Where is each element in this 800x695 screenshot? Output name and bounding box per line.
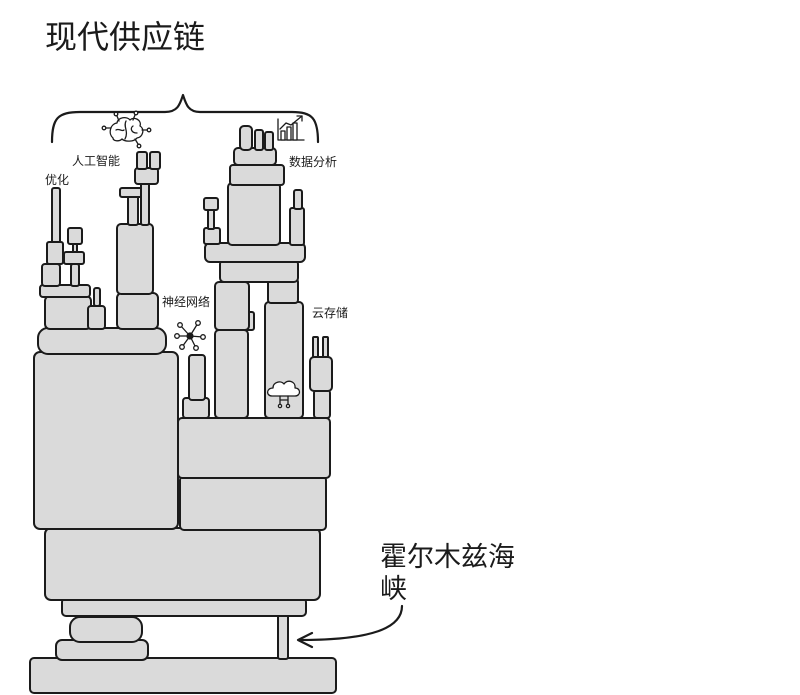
optimize-side-box xyxy=(67,227,83,245)
page-title: 现代供应链 xyxy=(45,18,205,56)
right-mid-block-lower xyxy=(179,475,327,531)
hormuz-pillar xyxy=(277,613,289,660)
net-side-pillar xyxy=(188,354,206,401)
data-left-stem xyxy=(207,209,215,230)
small-stem-a xyxy=(93,287,101,307)
callout-line-1: 霍尔木兹海 xyxy=(380,542,515,573)
neural-network-icon xyxy=(174,320,206,351)
optimize-tall-pillar xyxy=(51,187,61,245)
data-right-stem xyxy=(293,189,303,210)
optimize-base-block xyxy=(44,295,92,330)
plug-prong-1 xyxy=(312,336,319,360)
ai-cap xyxy=(119,187,143,198)
label-data-analysis: 数据分析 xyxy=(289,154,337,169)
small-box-a xyxy=(87,305,106,330)
curly-brace-icon xyxy=(50,93,320,144)
ai-tall-block xyxy=(116,223,154,295)
data-left-base xyxy=(203,227,221,245)
net-lower-block xyxy=(214,329,249,419)
plug-prong-2 xyxy=(322,336,329,360)
ai-top-stem-2 xyxy=(149,151,161,170)
label-artificial-intelligence: 人工智能 xyxy=(72,153,120,168)
right-mid-block-upper xyxy=(177,417,331,479)
data-right-tall xyxy=(289,207,305,246)
strait-of-hormuz-callout: 霍尔木兹海 峡 xyxy=(296,542,515,649)
left-main-block xyxy=(33,351,179,530)
curved-arrow-icon xyxy=(296,604,404,649)
plug-block xyxy=(309,356,333,392)
cloud-icon xyxy=(266,380,301,409)
optimize-slab xyxy=(39,284,91,298)
ai-neck xyxy=(127,195,139,226)
ai-top-box xyxy=(134,167,159,185)
block-stack xyxy=(29,125,337,694)
data-top-cyl-1 xyxy=(239,125,253,151)
data-top-cyl-2 xyxy=(254,129,264,151)
data-left-box xyxy=(203,197,219,211)
ai-lower-block xyxy=(116,292,159,330)
ai-top-neck xyxy=(140,182,150,226)
optimize-small-box xyxy=(41,263,61,287)
plug-base xyxy=(313,389,331,419)
bar-chart-icon xyxy=(277,115,305,141)
data-main-block xyxy=(227,182,281,246)
ground-slab xyxy=(29,657,337,694)
data-under-slab xyxy=(219,259,299,283)
optimize-mid-block xyxy=(46,241,64,265)
net-mid-block xyxy=(214,281,250,331)
brain-icon xyxy=(101,110,152,149)
callout-line-2: 峡 xyxy=(380,574,407,605)
label-neural-network: 神经网络 xyxy=(162,294,210,309)
optimize-side-connector xyxy=(72,243,78,253)
data-top-box xyxy=(229,164,285,186)
base-disk xyxy=(69,616,143,643)
ai-top-stem-1 xyxy=(136,151,148,170)
optimize-side-slab xyxy=(63,251,85,265)
left-top-slab xyxy=(37,327,167,355)
optimize-side-stem xyxy=(70,263,80,287)
label-cloud-storage: 云存储 xyxy=(312,305,348,320)
label-optimization: 优化 xyxy=(45,173,69,187)
lower-foundation xyxy=(44,527,321,601)
data-top-cyl-3 xyxy=(264,131,274,151)
